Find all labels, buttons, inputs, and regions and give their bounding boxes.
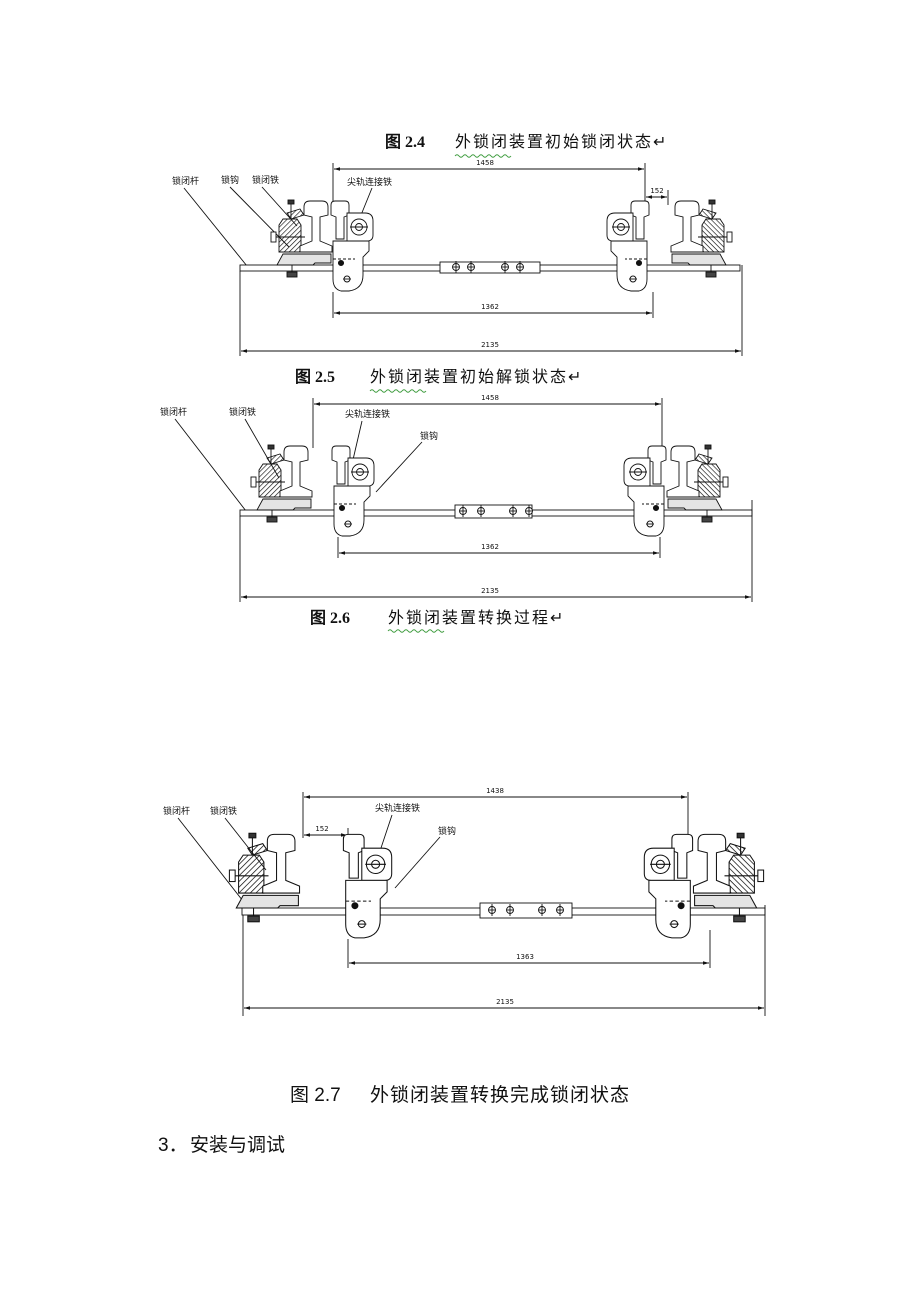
leader-lock-rod [177,817,251,911]
figure-caption: 图 2.5 外锁闭装置初始解锁状态↵ [295,368,583,388]
label-connecting-iron: 尖轨连接铁 [345,408,390,420]
drawing-3: 锁闭杆 锁闭铁 尖轨连接铁 锁钩 1438 152 1363 2135 [163,787,766,1016]
right-lock-hook-assembly [606,200,650,292]
dimension-overall-value: 2135 [481,587,499,595]
dimension-overall-value: 2135 [481,341,499,349]
figure-title: 外锁闭装置转换完成锁闭状态 [370,1085,631,1106]
dimension-middle-value: 1362 [481,543,499,551]
dimension-offset-value: 152 [650,187,663,195]
right-lock-hook-assembly [643,833,694,939]
dimension-overall-value: 2135 [496,998,514,1006]
drawing-1: 锁闭杆 锁钩 锁闭铁 尖轨连接铁 1458 152 1362 2135 [172,159,743,356]
figure-title: 外锁闭装置转换过程↵ [388,610,566,627]
figure-caption: 图 2.7 外锁闭装置转换完成锁闭状态 [290,1084,630,1108]
dimension-top-value: 1458 [476,159,494,167]
figure-number: 图 2.5 [295,369,336,386]
left-lock-hook-assembly [331,445,375,537]
label-lock-rod: 锁闭杆 [160,406,187,418]
leader-lock-hook [394,836,441,889]
leader-connecting-iron [351,420,363,465]
label-connecting-iron: 尖轨连接铁 [347,176,392,188]
figure-title: 外锁闭装置初始锁闭状态↵ [455,134,669,151]
spellcheck-underline [369,389,427,393]
label-lock-iron: 锁闭铁 [229,406,256,418]
label-lock-rod: 锁闭杆 [172,175,199,187]
left-lock-hook-assembly [342,833,393,939]
label-lock-rod: 锁闭杆 [163,805,190,817]
label-lock-iron: 锁闭铁 [210,805,237,817]
center-connecting-plate [479,902,573,919]
figure-number: 图 2.7 [290,1085,341,1106]
label-lock-hook: 锁钩 [438,825,456,837]
left-lock-hook-assembly [330,200,374,292]
figure-number: 图 2.6 [310,610,351,627]
figure-number: 图 2.4 [385,134,426,151]
center-connecting-plate [439,261,541,274]
dimension-top-value: 1438 [486,787,504,795]
figure-caption: 图 2.4 外锁闭装置初始锁闭状态↵ [385,133,668,153]
label-lock-hook: 锁钩 [221,174,239,186]
dimension-middle-value: 1363 [516,953,534,961]
section-title: 安装与调试 [190,1135,286,1156]
figure-caption: 图 2.6 外锁闭装置转换过程↵ [310,609,565,629]
dimension-offset-value: 152 [315,825,328,833]
section-heading: 3．安装与调试 [158,1134,285,1158]
figure-title: 外锁闭装置初始解锁状态↵ [370,369,584,386]
right-lock-hook-assembly [623,445,667,537]
spellcheck-underline [387,629,445,633]
label-connecting-iron: 尖轨连接铁 [375,802,420,814]
leader-lock-hook [375,441,423,493]
label-lock-iron: 锁闭铁 [252,174,279,186]
drawing-2: 锁闭杆 锁闭铁 尖轨连接铁 锁钩 1458 1362 2135 [160,394,753,602]
leader-lock-rod [174,418,247,512]
label-lock-hook: 锁钩 [420,430,438,442]
dimension-middle-value: 1362 [481,303,499,311]
spellcheck-underlines [369,154,512,633]
leader-lock-rod [183,187,248,267]
section-number: 3． [158,1135,188,1156]
spellcheck-underline [454,154,512,158]
dimension-top-value: 1458 [481,394,499,402]
